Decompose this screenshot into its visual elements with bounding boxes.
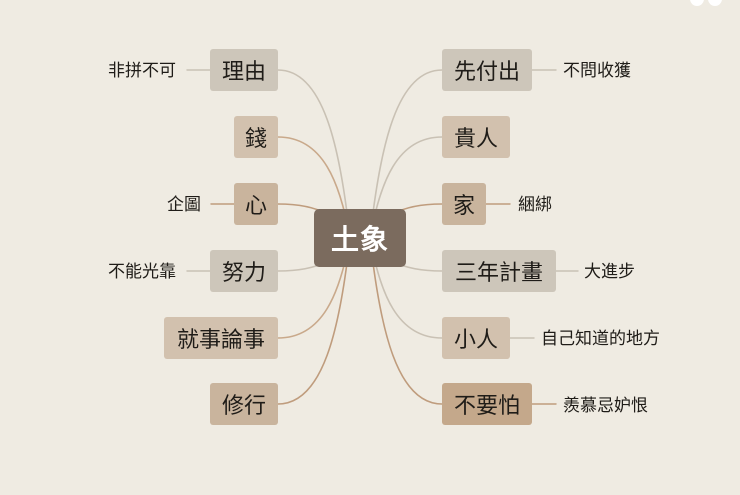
branch-dont-fear[interactable]: 不要怕 xyxy=(442,383,532,425)
branch-three-year-plan[interactable]: 三年計畫 xyxy=(442,250,556,292)
note-big-progress[interactable]: 大進步 xyxy=(584,262,635,282)
link-left-5 xyxy=(277,237,351,405)
branch-practice[interactable]: 修行 xyxy=(210,383,278,425)
corner-dot xyxy=(690,0,704,6)
note-self-known-place[interactable]: 自己知道的地方 xyxy=(541,329,660,349)
branch-heart[interactable]: 心 xyxy=(234,183,278,225)
branch-matter-of-fact[interactable]: 就事論事 xyxy=(164,317,278,359)
link-right-5 xyxy=(369,237,443,405)
note-must-fight[interactable]: 非拼不可 xyxy=(108,61,176,81)
branch-family[interactable]: 家 xyxy=(442,183,486,225)
branch-reason[interactable]: 理由 xyxy=(210,49,278,91)
link-right-0 xyxy=(369,69,443,239)
link-left-0 xyxy=(277,69,351,239)
note-no-reward-asked[interactable]: 不問收獲 xyxy=(563,61,631,81)
note-cannot-rely-only[interactable]: 不能光靠 xyxy=(108,262,176,282)
center-topic[interactable]: 土象 xyxy=(314,209,406,267)
branch-effort[interactable]: 努力 xyxy=(210,250,278,292)
corner-dot xyxy=(708,0,722,6)
branch-money[interactable]: 錢 xyxy=(234,116,278,158)
branch-villain[interactable]: 小人 xyxy=(442,317,510,359)
branch-benefactor[interactable]: 貴人 xyxy=(442,116,510,158)
note-ambition[interactable]: 企圖 xyxy=(167,195,201,215)
branch-give-first[interactable]: 先付出 xyxy=(442,49,532,91)
note-bound[interactable]: 綑綁 xyxy=(518,195,552,215)
note-envy-jealousy[interactable]: 羨慕忌妒恨 xyxy=(563,396,648,416)
